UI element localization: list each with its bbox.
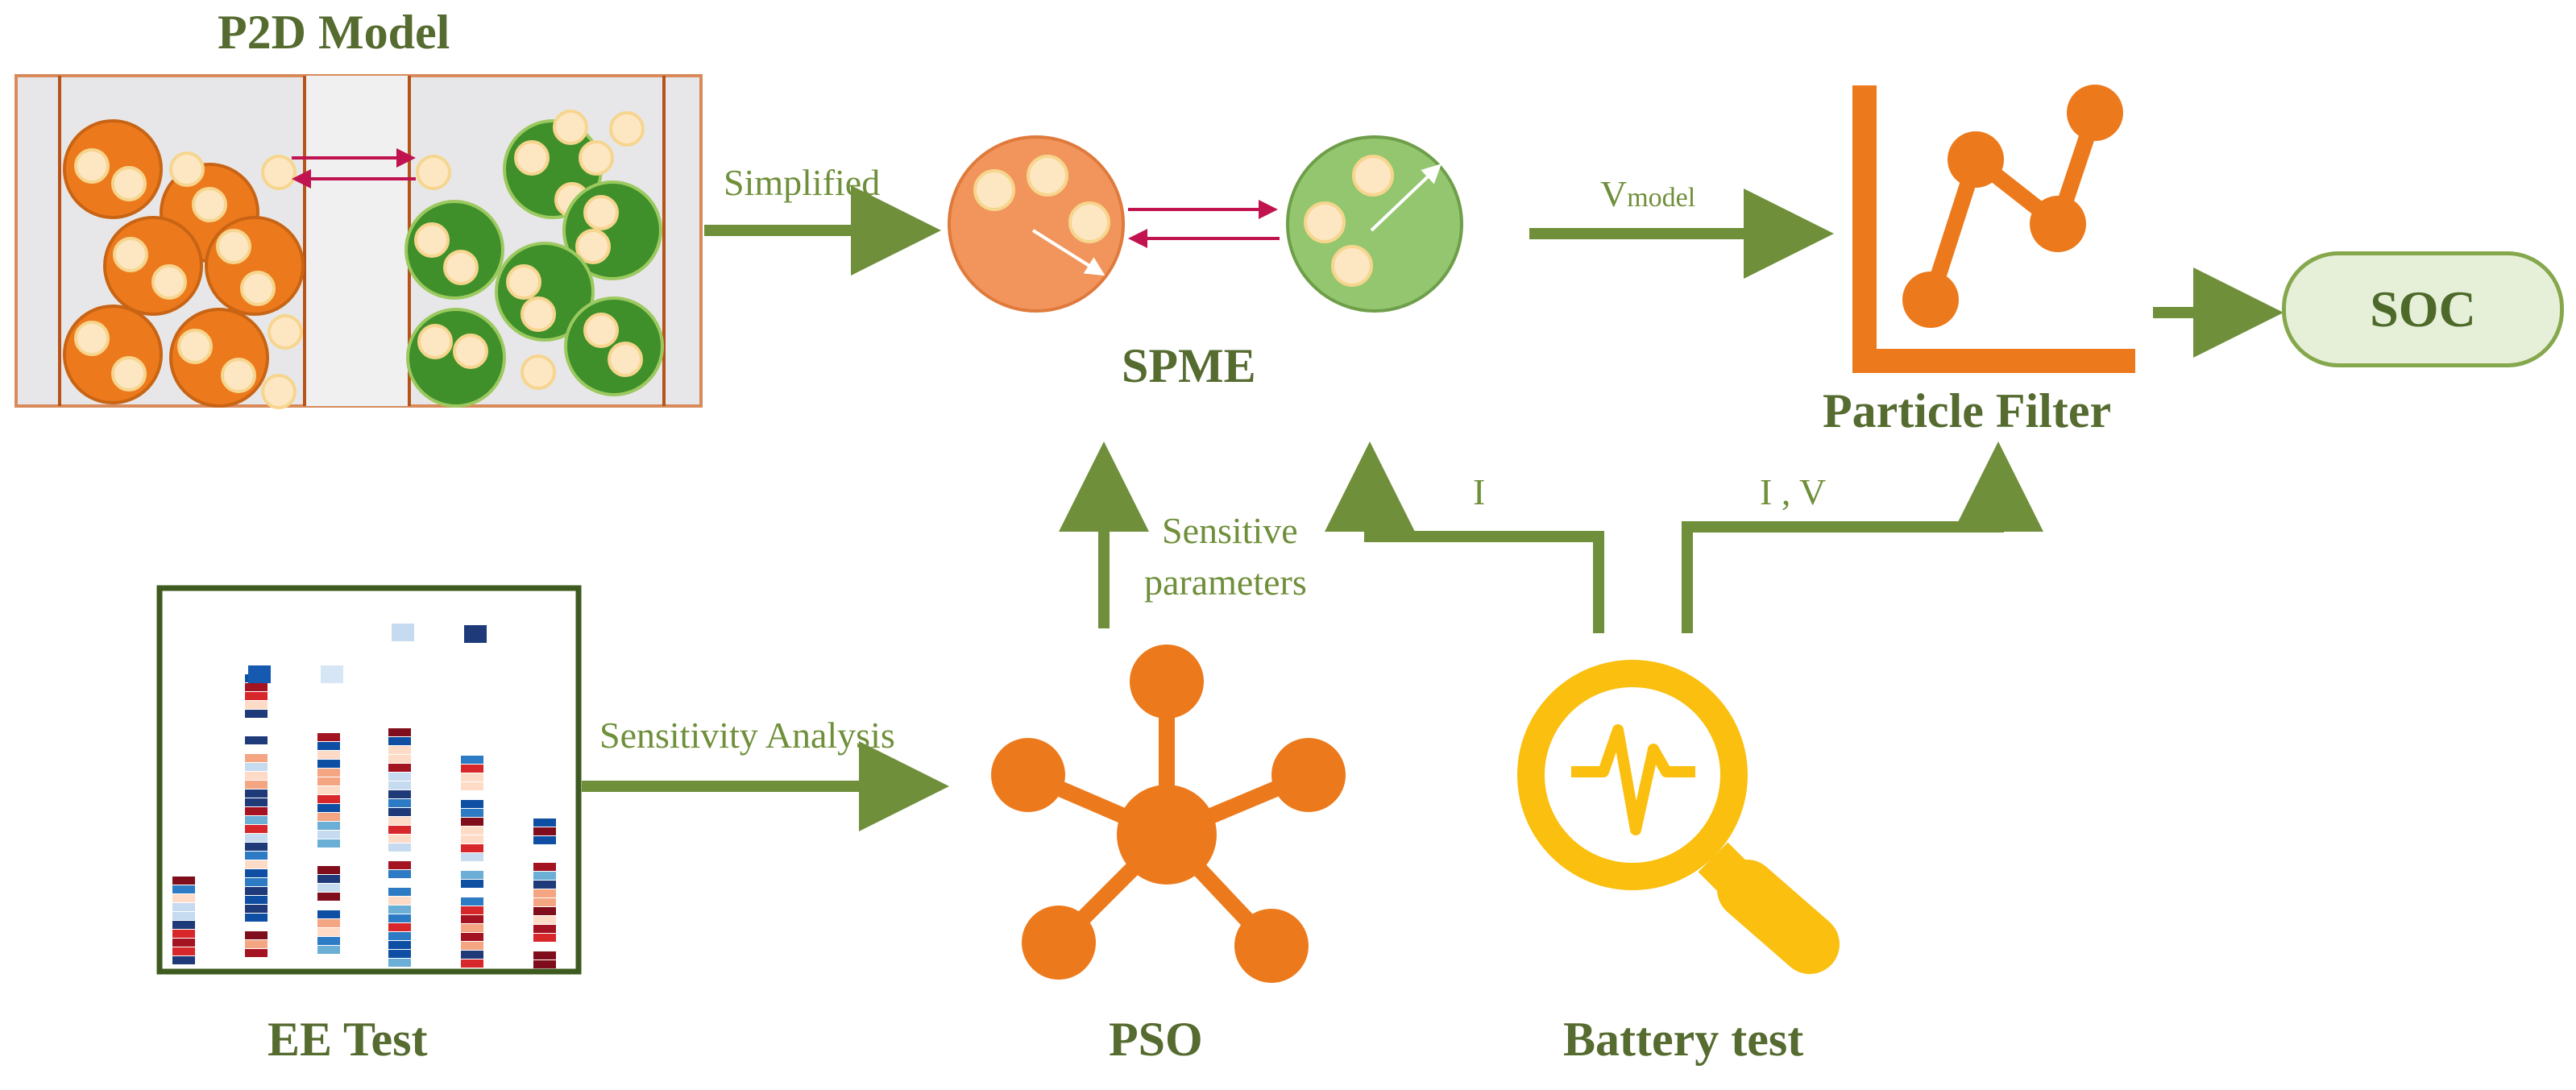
- battery-test-icon: [1517, 660, 1840, 974]
- soc-label: SOC: [2370, 280, 2476, 338]
- edge-label-sensitive-line1: Sensitive: [1162, 510, 1298, 551]
- edge-label-iv: I , V: [1760, 471, 1827, 512]
- p2d-ion-arrows: [292, 148, 416, 189]
- battery-test-title: Battery test: [1563, 1013, 1804, 1066]
- particle-filter-title: Particle Filter: [1823, 384, 2112, 437]
- p2d-model-title: P2D Model: [218, 6, 450, 59]
- edge-label-i: I: [1473, 471, 1486, 512]
- heatmap-cells: [172, 624, 556, 968]
- v-main: V: [1600, 173, 1628, 214]
- arrow-battery-to-spme: [1325, 441, 1604, 633]
- pso-title: PSO: [1109, 1013, 1203, 1066]
- v-subscript: model: [1627, 183, 1696, 213]
- p2d-panel: [15, 74, 703, 409]
- soc-node: SOC: [2282, 251, 2564, 367]
- edge-label-sensitivity-analysis: Sensitivity Analysis: [599, 715, 895, 756]
- flow-arrows: [582, 185, 2284, 831]
- edge-label-v-model: Vmodel: [1600, 172, 1695, 215]
- edge-label-sensitive-line2: parameters: [1144, 562, 1307, 603]
- ee-test-title: EE Test: [268, 1013, 428, 1066]
- pso-icon: [991, 644, 1346, 983]
- edge-label-simplified: Simplified: [724, 162, 881, 203]
- arrow-battery-to-filter: [1682, 441, 2043, 633]
- p2d-particles: [63, 110, 664, 409]
- spme-title: SPME: [1122, 339, 1256, 392]
- ee-test-heatmap: [156, 585, 582, 975]
- spme-icon: [948, 135, 1463, 313]
- particle-filter-icon: [1852, 85, 2135, 373]
